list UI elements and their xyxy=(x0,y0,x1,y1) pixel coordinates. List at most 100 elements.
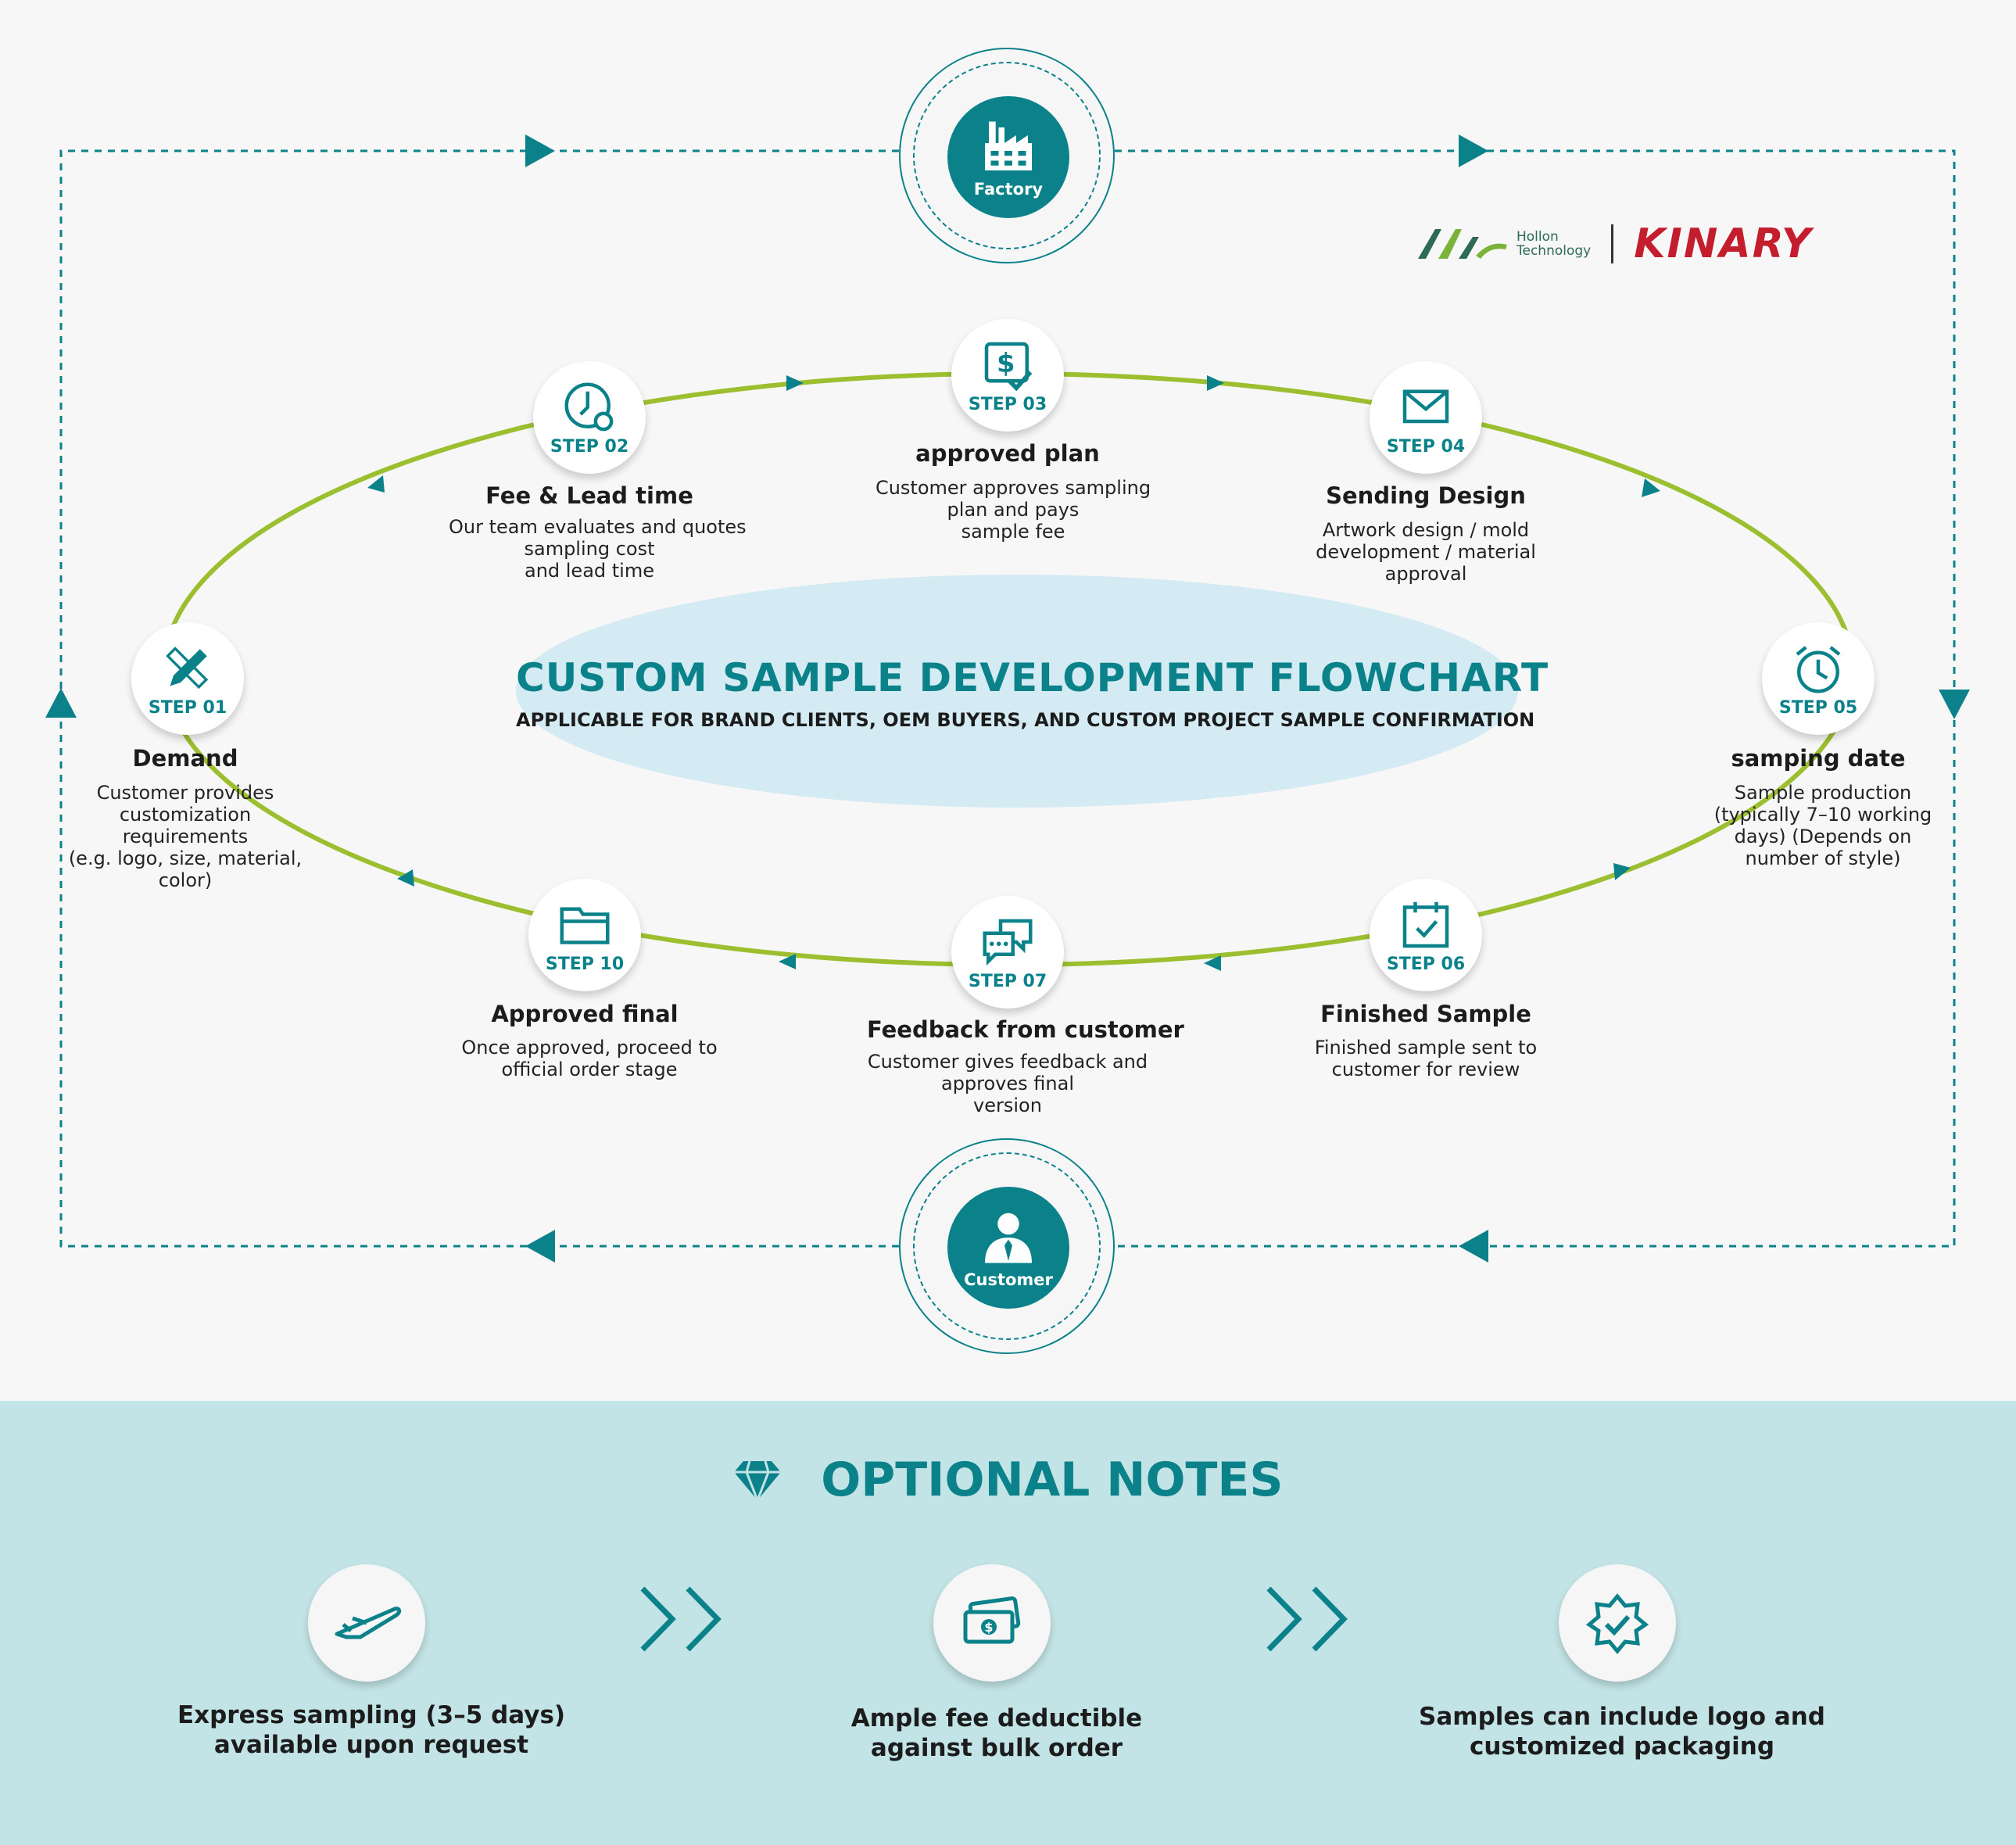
badge-check-icon xyxy=(1585,1593,1649,1654)
hub-dashed-ring xyxy=(913,1152,1101,1340)
desc-line: official order stage xyxy=(501,1059,678,1080)
desc-line: (typically 7–10 working xyxy=(1713,804,1932,826)
note-3-text: Samples can include logo and customized … xyxy=(1419,1702,1825,1761)
calendar-check-icon xyxy=(1402,901,1449,948)
step-03-node: $ STEP 03 xyxy=(951,319,1064,432)
desc-line: number of style) xyxy=(1745,847,1901,869)
desc-line: days) (Depends on xyxy=(1734,826,1912,847)
svg-text:$: $ xyxy=(984,1620,993,1635)
step-01-title: Demand xyxy=(132,745,238,772)
desc-line: Sample production xyxy=(1734,782,1912,804)
step-01-node: STEP 01 xyxy=(131,622,244,735)
step-02-desc: Our team evaluates and quotes sampling c… xyxy=(449,516,747,582)
step-06-title: Finished Sample xyxy=(1320,1001,1531,1027)
desc-line: approval xyxy=(1384,563,1467,585)
diamond-icon xyxy=(734,1460,782,1503)
desc-line: Customer provides xyxy=(96,782,274,804)
customer-label: Customer xyxy=(964,1270,1053,1289)
factory-label: Factory xyxy=(973,180,1044,199)
notes-heading-text: OPTIONAL NOTES xyxy=(821,1453,1284,1508)
factory-hub: Factory xyxy=(899,48,1115,263)
brand-logos: Hollon Technology KINARY xyxy=(1415,220,1876,267)
hub-core: Factory xyxy=(947,96,1069,218)
desc-line: Our team evaluates and quotes xyxy=(449,516,747,538)
customer-icon xyxy=(985,1213,1032,1263)
arrow-top-right xyxy=(1459,134,1488,167)
hub-core: Customer xyxy=(947,1187,1069,1309)
clock-gear-icon xyxy=(564,382,614,431)
money-icon: $ xyxy=(963,1596,1021,1644)
step-05-node: STEP 05 xyxy=(1762,622,1875,735)
step-07-label: STEP 07 xyxy=(968,971,1047,991)
step-07-node: STEP 07 xyxy=(951,896,1064,1008)
alarm-clock-icon xyxy=(1796,645,1841,693)
arrow-right-down xyxy=(1939,690,1970,719)
desc-line: plan and pays xyxy=(947,499,1080,521)
note-line: against bulk order xyxy=(870,1734,1123,1762)
desc-line: customer for review xyxy=(1331,1059,1520,1080)
dollar-check-icon: $ xyxy=(984,342,1033,391)
hollon-logo-text: Hollon Technology xyxy=(1516,230,1591,258)
desc-line: development / material xyxy=(1316,541,1536,563)
step-07-desc: Customer gives feedback and approves fin… xyxy=(867,1051,1148,1116)
step-05-label: STEP 05 xyxy=(1778,697,1858,718)
step-03-desc: Customer approves sampling plan and pays… xyxy=(872,477,1154,543)
desc-line: Once approved, proceed to xyxy=(461,1037,718,1059)
step-10-label: STEP 10 xyxy=(545,954,625,974)
flowchart-canvas: Factory Customer Hollon Technology KINAR… xyxy=(45,48,1970,1354)
note-3-icon-circle xyxy=(1559,1564,1676,1682)
arrow-left-up xyxy=(45,688,77,718)
step-06-node: STEP 06 xyxy=(1370,879,1482,991)
step-10-desc: Once approved, proceed to official order… xyxy=(449,1037,730,1080)
kinary-logo: KINARY xyxy=(1634,220,1813,267)
desc-line: Customer gives feedback and xyxy=(867,1051,1148,1073)
step-05-desc: Sample production (typically 7–10 workin… xyxy=(1682,782,1964,869)
desc-line: customization xyxy=(119,804,252,826)
desc-line: Customer approves sampling xyxy=(875,477,1151,499)
customer-hub: Customer xyxy=(899,1138,1115,1354)
title-ellipse xyxy=(516,575,1518,808)
desc-line: and lead time xyxy=(524,560,654,582)
step-03-title: approved plan xyxy=(915,440,1100,467)
arrow-bottom-right xyxy=(1459,1230,1488,1263)
note-1-icon-circle xyxy=(308,1564,425,1682)
step-07-title: Feedback from customer xyxy=(867,1016,1184,1043)
logo-divider xyxy=(1611,224,1614,263)
chevron-right-icon xyxy=(640,1586,722,1652)
step-04-label: STEP 04 xyxy=(1386,436,1466,457)
note-line: Express sampling (3–5 days) xyxy=(177,1701,566,1729)
step-06-desc: Finished sample sent to customer for rev… xyxy=(1285,1037,1567,1080)
chat-bubbles-icon xyxy=(983,919,1033,965)
loop-arrow xyxy=(1204,955,1221,971)
chevron-right-icon xyxy=(1266,1586,1348,1652)
page-title: CUSTOM SAMPLE DEVELOPMENT FLOWCHART xyxy=(516,655,1549,700)
hollon-text-line1: Hollon xyxy=(1516,229,1559,245)
step-03-label: STEP 03 xyxy=(968,394,1047,414)
step-01-label: STEP 01 xyxy=(148,697,227,718)
desc-line: approves final xyxy=(940,1073,1074,1094)
note-1-text: Express sampling (3–5 days) available up… xyxy=(168,1700,575,1760)
desc-line: (e.g. logo, size, material, xyxy=(68,847,303,869)
desc-line: Finished sample sent to xyxy=(1314,1037,1538,1059)
envelope-icon xyxy=(1402,389,1449,423)
loop-arrow xyxy=(786,375,804,391)
note-line: customized packaging xyxy=(1469,1732,1775,1761)
note-line: available upon request xyxy=(213,1731,529,1759)
step-04-desc: Artwork design / mold development / mate… xyxy=(1285,519,1567,585)
desc-line: requirements xyxy=(122,826,249,847)
notes-heading: OPTIONAL NOTES xyxy=(0,1450,2016,1507)
arrow-top-left xyxy=(525,134,555,167)
desc-line: sampling cost xyxy=(524,538,655,560)
loop-arrow xyxy=(779,954,796,969)
step-10-title: Approved final xyxy=(491,1001,679,1027)
airplane-icon xyxy=(335,1607,402,1639)
desc-line: version xyxy=(973,1094,1042,1116)
step-01-desc: Customer provides customization requirem… xyxy=(45,782,326,891)
step-04-node: STEP 04 xyxy=(1370,361,1482,474)
desc-line: sample fee xyxy=(961,521,1065,543)
note-2-text: Ample fee deductible against bulk order xyxy=(793,1703,1200,1763)
desc-line: color) xyxy=(158,869,213,891)
step-02-title: Fee & Lead time xyxy=(485,482,693,509)
loop-arrow xyxy=(397,869,414,887)
page-subtitle: APPLICABLE FOR BRAND CLIENTS, OEM BUYERS… xyxy=(516,709,1535,731)
